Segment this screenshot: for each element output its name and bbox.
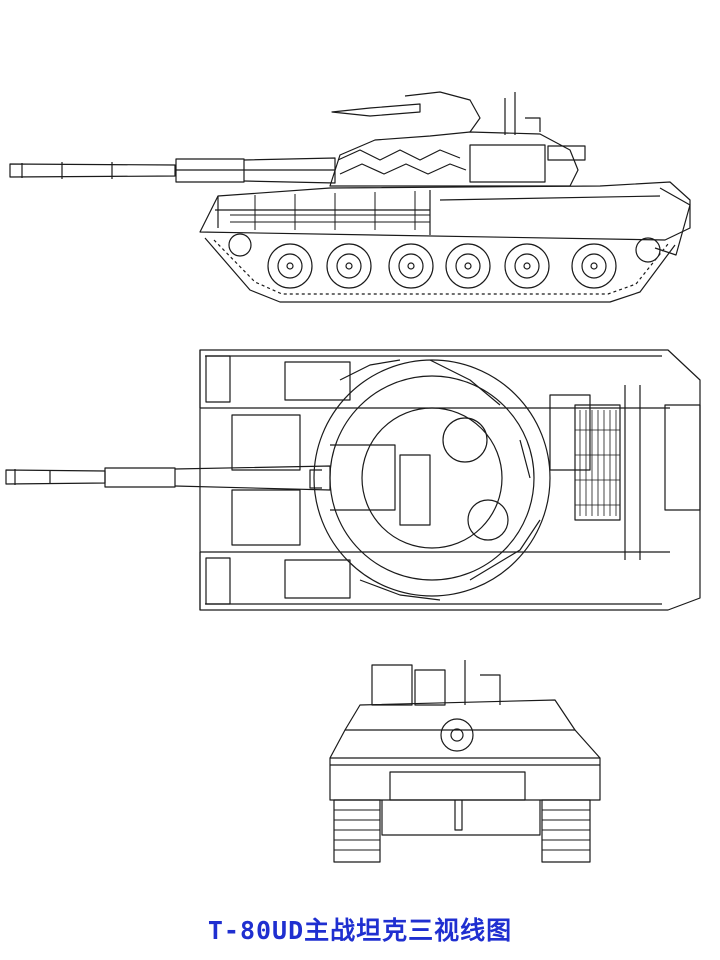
top-hull bbox=[199, 349, 701, 611]
side-hull bbox=[199, 181, 691, 256]
front-hull bbox=[329, 729, 601, 836]
front-turret bbox=[344, 660, 576, 752]
front-tracks bbox=[333, 799, 591, 863]
front-view bbox=[329, 660, 601, 863]
tank-blueprint-drawing bbox=[5, 91, 701, 863]
side-road-wheels bbox=[228, 233, 661, 289]
side-turret bbox=[329, 91, 586, 187]
figure-caption: T-80UD主战坦克三视线图 bbox=[207, 916, 513, 945]
top-turret bbox=[309, 359, 551, 601]
side-view bbox=[9, 91, 691, 303]
top-view bbox=[5, 349, 701, 611]
side-gun-barrel bbox=[9, 157, 336, 184]
side-track bbox=[204, 237, 676, 303]
